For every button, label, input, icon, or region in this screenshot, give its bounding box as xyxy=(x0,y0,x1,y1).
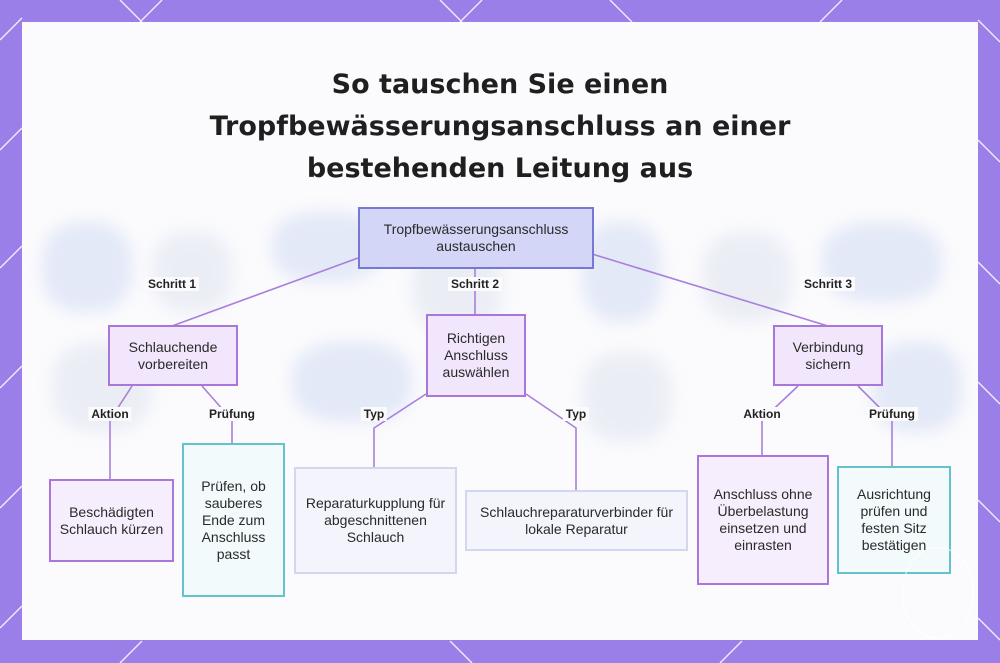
title-line-2: Tropfbewässerungsanschluss an einer xyxy=(209,111,791,142)
page-title: So tauschen Sie einen Tropfbewässerungsa… xyxy=(22,64,978,190)
edge-step3-check xyxy=(857,385,893,466)
title-line-1: So tauschen Sie einen xyxy=(331,69,669,100)
step-2-type-b-node: Schlauchreparaturverbinder für lokale Re… xyxy=(465,490,688,551)
edge-label-s2-type-b: Typ xyxy=(562,407,590,421)
edge-label-s2-type-a: Typ xyxy=(360,407,388,421)
watermark-badge xyxy=(902,547,974,639)
edge-root-step3 xyxy=(591,253,829,327)
edge-label-s3-check: Prüfung xyxy=(866,407,918,421)
step-1-action-node: Beschädigten Schlauch kürzen xyxy=(49,479,174,562)
title-line-3: bestehenden Leitung aus xyxy=(306,153,694,184)
edge-step3-action xyxy=(761,385,799,456)
edge-label-s1-check: Prüfung xyxy=(206,407,258,421)
edge-root-step1 xyxy=(171,257,359,327)
diagram-edges xyxy=(109,253,893,490)
edge-label-s1-action: Aktion xyxy=(88,407,132,421)
edge-label-step-3: Schritt 3 xyxy=(800,277,856,291)
edge-step2-type-a xyxy=(373,393,427,468)
root-node: Tropfbewässerungsanschluss austauschen xyxy=(358,207,594,269)
step-2-type-a-node: Reparaturkupplung für abgeschnittenen Sc… xyxy=(294,467,457,574)
step-3-node: Verbindung sichern xyxy=(773,325,883,386)
step-2-node: Richtigen Anschluss auswählen xyxy=(426,314,526,397)
step-1-check-node: Prüfen, ob sauberes Ende zum Anschluss p… xyxy=(182,443,285,597)
background-decoration xyxy=(22,192,978,492)
step-3-action-node: Anschluss ohne Überbelastung einsetzen u… xyxy=(697,455,829,585)
edge-step1-action xyxy=(109,385,133,480)
step-1-node: Schlauchende vorbereiten xyxy=(108,325,238,386)
edge-step2-type-b xyxy=(525,393,577,490)
diagram-card: So tauschen Sie einen Tropfbewässerungsa… xyxy=(22,22,978,640)
edge-label-s3-action: Aktion xyxy=(740,407,784,421)
edge-label-step-2: Schritt 2 xyxy=(447,277,503,291)
edge-label-step-1: Schritt 1 xyxy=(144,277,200,291)
